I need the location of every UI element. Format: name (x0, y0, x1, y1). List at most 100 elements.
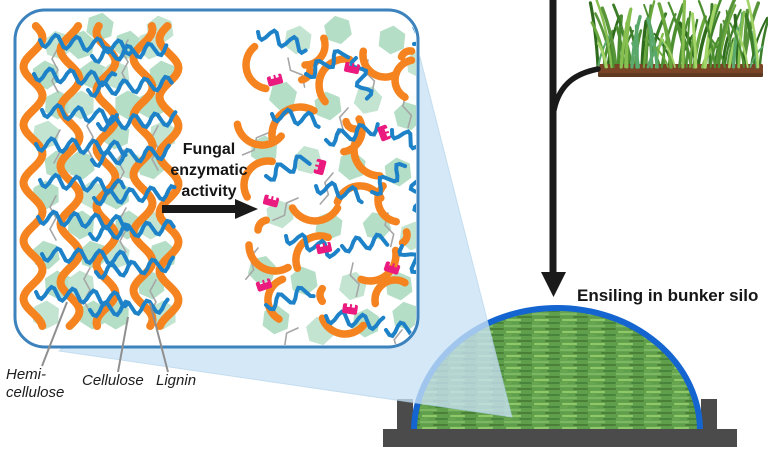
hemicellulose-squiggle (324, 309, 386, 332)
after-structure-degraded-cell-wall (233, 12, 416, 345)
hemicellulose-squiggle (34, 136, 128, 158)
grass-blade (660, 37, 676, 68)
grass-blade (685, 10, 692, 68)
linker-line (51, 47, 59, 93)
hemicellulose-squiggle (88, 218, 176, 243)
lignin-fragment (371, 276, 409, 308)
flow-arrow-icon (541, 0, 601, 297)
hemicellulose-squiggle (340, 232, 390, 254)
lignin-fragment (264, 275, 287, 323)
grass-blade (653, 46, 669, 68)
cellulose-hexagon (293, 146, 323, 174)
linker-line (389, 329, 403, 345)
component-leader-lines (41, 301, 169, 373)
lignin-fragment (301, 34, 329, 69)
hemicellulose-squiggle (90, 41, 169, 64)
lignin-fragment (288, 204, 342, 225)
lignin-fragment (359, 47, 400, 81)
hemicellulose-squiggle (397, 244, 416, 278)
grass-blade (642, 0, 656, 69)
lignin-fragment (391, 56, 416, 102)
grass-blade (681, 0, 687, 69)
lignin-fragment (245, 241, 292, 275)
hemicellulose-leader-line (41, 301, 68, 367)
grass-blade (595, 0, 613, 69)
lignin-fragment (240, 157, 276, 201)
lignin-fragment (233, 120, 285, 149)
fungal-enzyme-icon (266, 73, 284, 87)
fungal-enzyme-icon (342, 303, 358, 315)
lignin-fragment (316, 284, 327, 306)
lignin-fragment (342, 117, 359, 133)
hemicellulose-squiggle (40, 102, 119, 126)
cellulose-hexagon (269, 81, 297, 111)
grass-blade (697, 0, 717, 69)
lignin-fragment (357, 246, 400, 285)
process-label: Fungal enzymatic activity (170, 141, 248, 200)
cellulose-hexagon (394, 101, 416, 131)
grass-sward (588, 0, 768, 77)
cellulose-leader-line (117, 316, 129, 373)
linker-line (83, 267, 91, 313)
grass-blade (727, 23, 742, 69)
hemicellulose-squiggle (408, 180, 416, 222)
lignin-strand (56, 22, 84, 330)
silo-floor (383, 429, 737, 447)
grass-blade (609, 45, 615, 69)
hemicellulose-squiggle (264, 285, 316, 312)
lignin-fragment (398, 228, 411, 247)
lignin-fragment (254, 216, 271, 234)
grass-blade (729, 22, 745, 68)
hemicellulose-squiggle (38, 32, 135, 57)
hemicellulose-squiggle (314, 180, 364, 205)
cellulose-hexagon (266, 199, 294, 229)
grass-blade (749, 45, 764, 68)
grass-blade (723, 8, 742, 69)
cellulose-hexagon (378, 25, 406, 55)
lignin-fragment (318, 314, 368, 338)
grass-blade (640, 19, 648, 69)
fungal-enzyme-icon (383, 261, 401, 275)
lignin-fragment (397, 47, 416, 61)
grass-blade (735, 29, 749, 68)
lignin-strand (129, 22, 157, 330)
hemicellulose-squiggle (304, 49, 351, 80)
grass-blade (690, 12, 698, 69)
grass-blade (707, 35, 726, 68)
hemicellulose-squiggle (90, 143, 171, 168)
hemicellulose-squiggle (264, 154, 312, 182)
linker-line (349, 262, 360, 298)
hemicellulose-squiggle (96, 110, 178, 133)
cellulose-hexagon (406, 49, 416, 79)
grass-blade (630, 14, 642, 69)
lignin-fragment (242, 42, 270, 93)
fungal-enzyme-icon (262, 194, 280, 208)
cellulose-label: Cellulose (82, 372, 144, 389)
grass-blade (600, 6, 618, 69)
hemicellulose-squiggle (86, 74, 174, 99)
hemicellulose-squiggle (40, 246, 131, 267)
linker-line (49, 195, 57, 241)
cellulose-hexagon (67, 150, 95, 180)
hemicellulose-squiggle (92, 183, 177, 207)
fungal-enzyme-icon (255, 278, 273, 292)
hemicellulose-squiggle (284, 232, 341, 260)
soil-strip-shadow (598, 73, 763, 77)
fungal-enzyme-icon (343, 61, 361, 75)
hemicellulose-squiggle (256, 28, 308, 56)
grass-blade (714, 0, 737, 69)
fungal-enzyme-icon (315, 241, 333, 255)
before-structure-intact-cell-wall (19, 12, 183, 330)
process-arrow-icon (162, 199, 258, 219)
grass-blade (657, 2, 673, 69)
grass-blade (758, 15, 768, 69)
fungal-enzyme-icon (313, 158, 327, 176)
grass-blade (588, 1, 600, 69)
lignin-strand (19, 22, 47, 330)
hemicellulose-squiggle (390, 128, 416, 158)
lignin-fragment (315, 55, 354, 106)
grass-blade (631, 41, 641, 69)
grass-blade (746, 0, 760, 69)
